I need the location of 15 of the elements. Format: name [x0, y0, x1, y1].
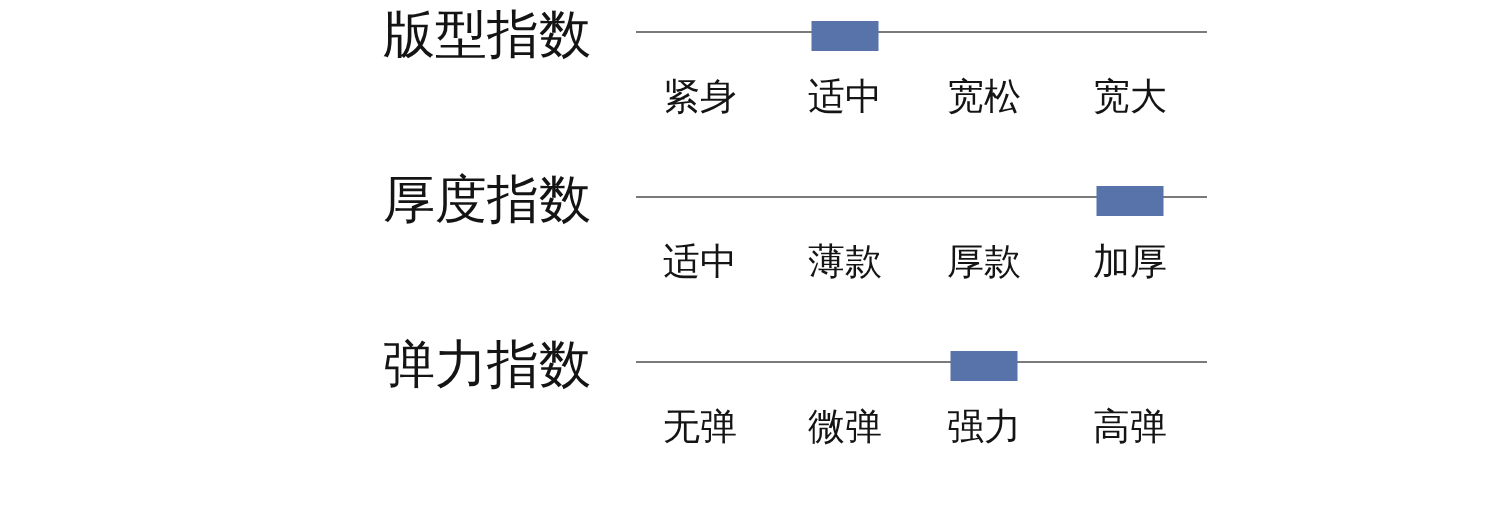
scale-label: 适中 — [808, 77, 882, 115]
scale-label: 厚款 — [947, 242, 1021, 280]
scale-label: 强力 — [947, 407, 1021, 445]
scale-label: 无弹 — [663, 407, 737, 445]
scale-label: 微弹 — [808, 407, 882, 445]
scale-title: 厚度指数 — [383, 173, 591, 225]
scale-label: 宽松 — [947, 77, 1021, 115]
scale-title: 弹力指数 — [383, 338, 591, 390]
scale-label: 薄款 — [808, 242, 882, 280]
scale-label: 加厚 — [1093, 242, 1167, 280]
scale-label: 适中 — [663, 242, 737, 280]
scale-label: 高弹 — [1093, 407, 1167, 445]
scale-label: 宽大 — [1093, 77, 1167, 115]
scale-title: 版型指数 — [383, 8, 591, 60]
scale-label: 紧身 — [663, 77, 737, 115]
